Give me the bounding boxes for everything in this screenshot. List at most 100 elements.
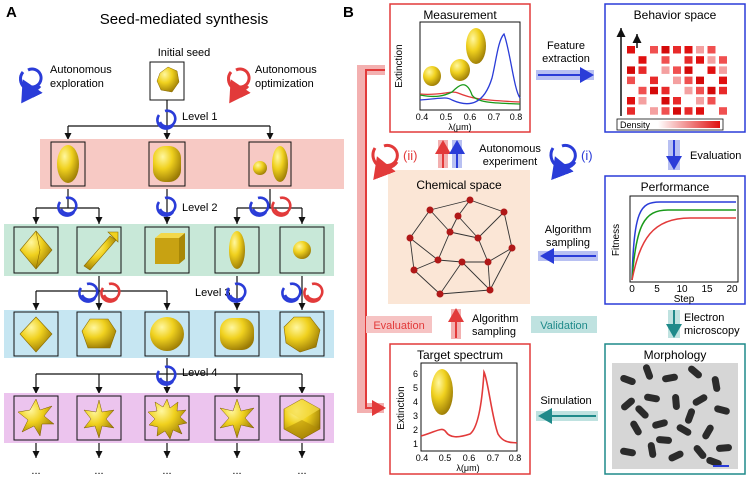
level3-optimization-icon-a [100,282,121,303]
target-spectrum-plot [420,362,518,452]
l3-octahedron-particle [19,316,53,353]
level3-exploration-icon-b [226,282,247,303]
target-spectrum-xlabel: λ(μm) [456,463,479,473]
loop-i-icon [549,143,577,181]
l1-cuboid-particle [153,146,181,182]
svg-text:10: 10 [676,284,688,295]
validation-badge [531,316,597,333]
level1-exploration-icon [156,109,177,130]
validation-badge-label: Validation [540,320,588,332]
initial-seed-label: Initial seed [158,47,211,59]
algorithm-sampling-2-line1: Algorithm [472,313,518,325]
target-spectrum-yticks: 1 2 3 4 5 6 [413,369,418,449]
exploration-legend-label-2: exploration [50,78,104,90]
l2-sphere-particle [293,241,311,259]
svg-text:20: 20 [726,284,738,295]
l1-rod-particle [57,145,79,183]
l2-box-octahedron [13,226,59,274]
initial-seed-particle [156,66,180,93]
svg-text:3: 3 [413,411,418,421]
optimization-legend-icon [227,67,251,104]
svg-text:4: 4 [413,397,418,407]
measurement-xticks: 0.4 0.5 0.6 0.7 0.8 [416,112,523,122]
l3-box-polyhedron [279,311,325,357]
l1-box-rod [50,141,86,187]
ellipsis-4: ... [232,465,241,477]
l2-cube-particle [155,238,179,264]
evaluation-arrow-label: Evaluation [690,150,741,162]
behavior-space-title: Behavior space [634,8,717,22]
performance-box [604,175,746,305]
svg-text:0.6: 0.6 [463,453,476,463]
svg-text:0.6: 0.6 [464,112,477,122]
level3-optimization-icon-b [303,282,324,303]
l4-spiky-particle [147,398,188,440]
panel-b-letter: B [343,4,354,21]
l3-box-octahedron [13,311,59,357]
svg-text:15: 15 [701,284,713,295]
behavior-grid [627,46,727,115]
loop-ii-icon [371,143,399,181]
chemical-space-graph [406,196,516,298]
l1-rod-small-particle [272,146,288,182]
svg-text:5: 5 [413,383,418,393]
svg-text:0.8: 0.8 [509,453,522,463]
svg-text:5: 5 [654,284,660,295]
l1-box-cuboid [148,141,186,187]
autonomous-experiment-line2: experiment [483,156,537,168]
ellipsis-1: ... [31,465,40,477]
l2-box-sphere [279,226,325,274]
exploration-legend-label: Autonomous [50,64,112,76]
svg-text:1: 1 [413,439,418,449]
l1-box-mixed [248,141,292,187]
ellipsis-row: ... ... ... ... ... [31,465,306,477]
svg-text:0.5: 0.5 [439,453,452,463]
l4-box-spiky [144,395,190,441]
measurement-ylabel: Extinction [394,44,405,87]
autonomous-experiment-line1: Autonomous [479,143,541,155]
density-gradient [658,121,720,128]
l3-box-sphere [144,311,190,357]
l4-box-star-3 [214,395,260,441]
level-1-band [40,139,344,189]
ellipsis-3: ... [162,465,171,477]
l3-box-cuboid [214,311,260,357]
performance-xticks: 0 5 10 15 20 [629,284,738,295]
level4-exploration-icon [156,365,177,386]
outer-loop-arrow [365,69,386,416]
chemical-space-title: Chemical space [416,178,502,192]
morphology-rods [620,364,732,468]
performance-plot [629,195,739,283]
svg-text:0.4: 0.4 [416,453,429,463]
l2-rod-particle [229,231,245,269]
svg-text:0.7: 0.7 [487,453,500,463]
density-legend-label: Density [620,120,651,130]
optimization-legend-label: Autonomous [255,64,317,76]
level-4-label: Level 4 [182,367,217,379]
l4-box-star-2 [76,395,122,441]
optimization-legend-label-2: optimization [255,78,314,90]
performance-xlabel: Step [674,294,695,305]
measurement-xlabel: λ(μm) [448,122,471,132]
loop-i-label: (i) [581,148,593,163]
morphology-title: Morphology [644,348,707,362]
level-2-label: Level 2 [182,202,217,214]
l3-truncated-particle [81,318,117,349]
level3-exploration-icon-c [281,282,302,303]
level2-exploration-icon-b [156,196,177,217]
scale-bar [713,465,729,467]
evaluation-badge [366,316,432,333]
l3-polyhedron-particle [283,316,321,353]
evaluation-badge-label: Evaluation [373,320,424,332]
svg-text:0.5: 0.5 [440,112,453,122]
l2-box-rod [214,226,260,274]
measurement-title: Measurement [423,8,497,22]
simulation-label: Simulation [540,395,591,407]
target-spectrum-xticks: 0.4 0.5 0.6 0.7 0.8 [416,453,522,463]
algorithm-sampling-2-line2: sampling [472,326,516,338]
feature-extraction-label-2: extraction [542,53,590,65]
svg-text:0: 0 [629,284,635,295]
svg-text:0.4: 0.4 [416,112,429,122]
algorithm-sampling-1-line1: Algorithm [545,224,591,236]
